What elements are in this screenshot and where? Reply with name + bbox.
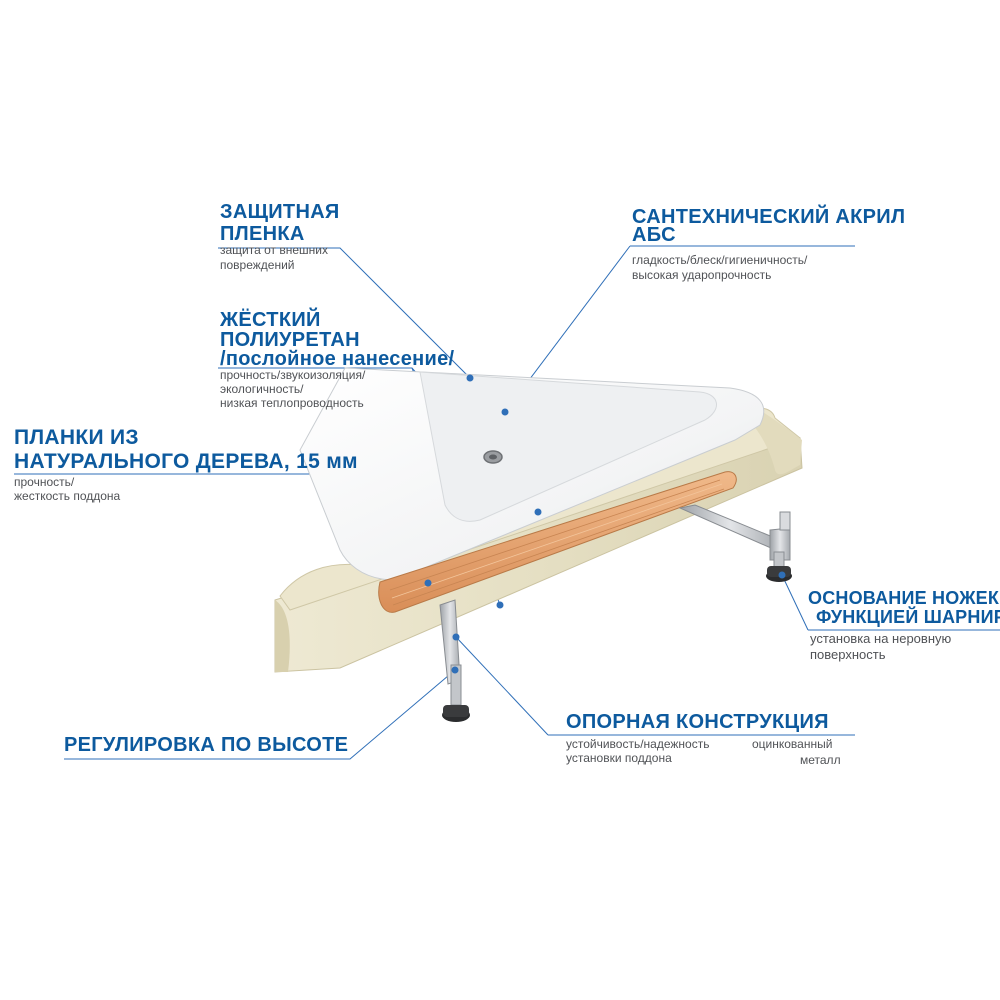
leader-dots bbox=[424, 374, 786, 674]
support-frame-desc-3: оцинкованный bbox=[752, 737, 833, 751]
acrylic-title-2: АБС bbox=[632, 224, 676, 246]
protective-film-desc-2: повреждений bbox=[220, 258, 295, 272]
polyurethane-desc-3: низкая теплопроводность bbox=[220, 396, 364, 410]
support-frame-title: ОПОРНАЯ КОНСТРУКЦИЯ bbox=[566, 711, 829, 733]
acrylic-desc-2: высокая ударопрочность bbox=[632, 268, 772, 282]
height-adjust-title: РЕГУЛИРОВКА ПО ВЫСОТЕ bbox=[64, 734, 349, 756]
protective-film-title-1: ЗАЩИТНАЯ bbox=[220, 201, 340, 223]
acrylic-layer bbox=[299, 367, 765, 581]
wood-desc-1: прочность/ bbox=[14, 475, 75, 489]
polyurethane-title-3: /послойное нанесение/ bbox=[220, 348, 455, 370]
support-frame-desc-1: устойчивость/надежность bbox=[566, 737, 710, 751]
leg-base-desc-1: установка на неровную bbox=[810, 631, 952, 646]
wood-title-2: НАТУРАЛЬНОГО ДЕРЕВА, 15 мм bbox=[14, 450, 358, 473]
leader-leg-base-diag bbox=[781, 574, 809, 631]
support-frame-desc-2: установки поддона bbox=[566, 751, 672, 765]
leg-base-title-2: ФУНКЦИЕЙ ШАРНИРА bbox=[816, 607, 1000, 627]
polyurethane-desc-2: экологичность/ bbox=[220, 382, 304, 396]
protective-film-title-2: ПЛЕНКА bbox=[220, 223, 305, 245]
adjustable-foot-front bbox=[442, 664, 470, 722]
polyurethane-desc-1: прочность/звукоизоляция/ bbox=[220, 368, 366, 382]
leader-height bbox=[64, 669, 456, 760]
acrylic-title-1: САНТЕХНИЧЕСКИЙ АКРИЛ bbox=[632, 206, 906, 228]
support-frame bbox=[439, 504, 791, 685]
leg-base-title-1: ОСНОВАНИЕ НОЖЕК С bbox=[808, 588, 1000, 608]
wood-title-1: ПЛАНКИ ИЗ bbox=[14, 426, 139, 449]
wood-slat bbox=[378, 471, 737, 613]
acrylic-desc-1: гладкость/блеск/гигиеничность/ bbox=[632, 253, 808, 267]
protective-film-desc-1: защита от внешних bbox=[220, 243, 328, 257]
leader-protective-film bbox=[218, 247, 471, 379]
wood-desc-2: жесткость поддона bbox=[14, 489, 121, 503]
leg-base-desc-2: поверхность bbox=[810, 647, 886, 662]
leader-support-diag bbox=[455, 636, 549, 736]
polyurethane-title-1: ЖЁСТКИЙ bbox=[220, 309, 321, 331]
support-frame-desc-4: металл bbox=[800, 753, 841, 767]
polyurethane-title-2: ПОЛИУРЕТАН bbox=[220, 329, 360, 351]
